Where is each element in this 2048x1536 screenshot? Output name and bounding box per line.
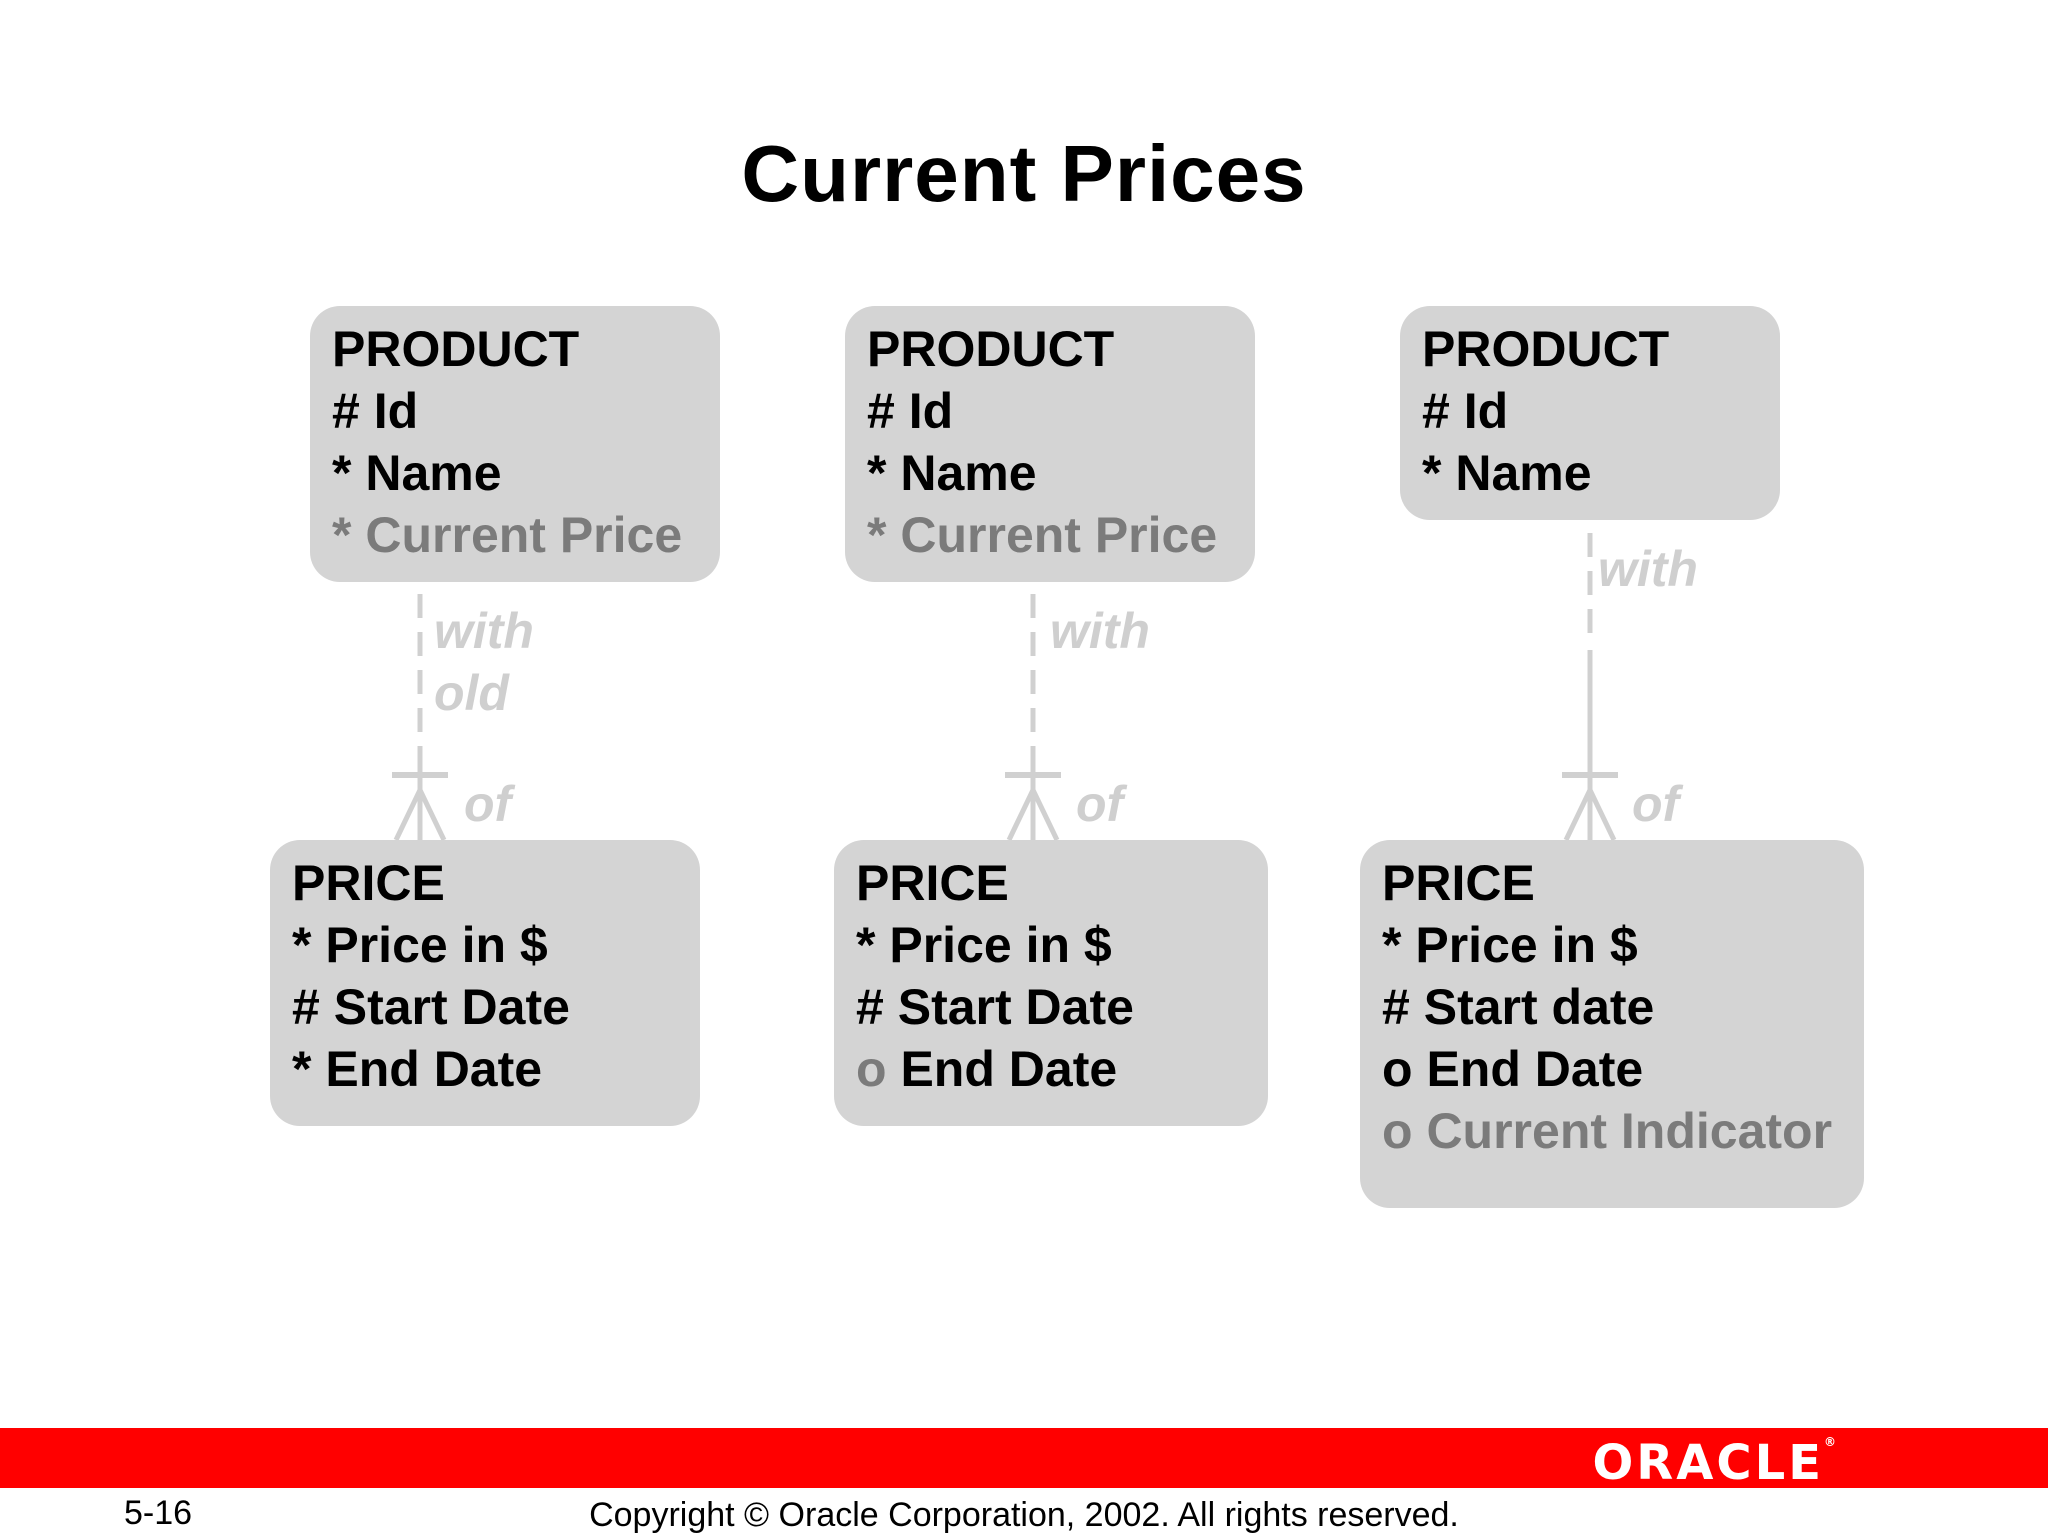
attribute-price: * Price in $ [292, 917, 548, 973]
attribute-start-date: # Start Date [292, 979, 570, 1035]
attribute-end-date: o End Date [1382, 1041, 1644, 1097]
relationship-1 [392, 594, 448, 842]
attribute-current-indicator: o Current Indicator [1382, 1103, 1833, 1159]
oracle-logo: ORACLE® [1592, 1435, 1836, 1491]
attribute-id: # Id [867, 383, 954, 439]
entity-name: PRICE [856, 855, 1009, 911]
attribute-price: * Price in $ [856, 917, 1112, 973]
price-entity-3: PRICE * Price in $ # Start date o End Da… [1360, 840, 1864, 1208]
copyright-notice: Copyright © Oracle Corporation, 2002. Al… [589, 1496, 1459, 1534]
attribute-start-date: # Start Date [856, 979, 1134, 1035]
page-number: 5-16 [124, 1494, 193, 1532]
entity-name: PRICE [1382, 855, 1535, 911]
entity-name: PRICE [292, 855, 445, 911]
attribute-id: # Id [1422, 383, 1509, 439]
attribute-price: * Price in $ [1382, 917, 1638, 973]
attribute-id: # Id [332, 383, 419, 439]
footer-bar [0, 1428, 2048, 1488]
entity-name: PRODUCT [867, 321, 1115, 377]
attribute-current-price: * Current Price [332, 507, 683, 563]
attribute-name: * Name [332, 445, 502, 501]
relationship-label-with: with [1050, 603, 1150, 659]
attribute-end-date: * End Date [292, 1041, 543, 1097]
slide-title: Current Prices [741, 129, 1307, 218]
attribute-end-date: o End Date [856, 1041, 1118, 1097]
relationship-label-old: old [434, 665, 509, 721]
price-entity-2: PRICE * Price in $ # Start Date o End Da… [834, 840, 1268, 1126]
relationship-label-with: with [434, 603, 534, 659]
relationship-3 [1562, 533, 1618, 842]
entity-name: PRODUCT [332, 321, 580, 377]
relationship-2 [1005, 594, 1061, 842]
relationship-label-of: of [1076, 776, 1124, 832]
relationship-label-with: with [1598, 541, 1698, 597]
entity-name: PRODUCT [1422, 321, 1670, 377]
attribute-current-price: * Current Price [867, 507, 1218, 563]
product-entity-2: PRODUCT # Id * Name * Current Price [845, 306, 1255, 582]
relationship-label-of: of [464, 776, 512, 832]
product-entity-1: PRODUCT # Id * Name * Current Price [310, 306, 720, 582]
product-entity-3: PRODUCT # Id * Name [1400, 306, 1780, 520]
price-entity-1: PRICE * Price in $ # Start Date * End Da… [270, 840, 700, 1126]
relationship-label-of: of [1632, 776, 1680, 832]
attribute-name: * Name [1422, 445, 1592, 501]
attribute-name: * Name [867, 445, 1037, 501]
attribute-start-date: # Start date [1382, 979, 1655, 1035]
